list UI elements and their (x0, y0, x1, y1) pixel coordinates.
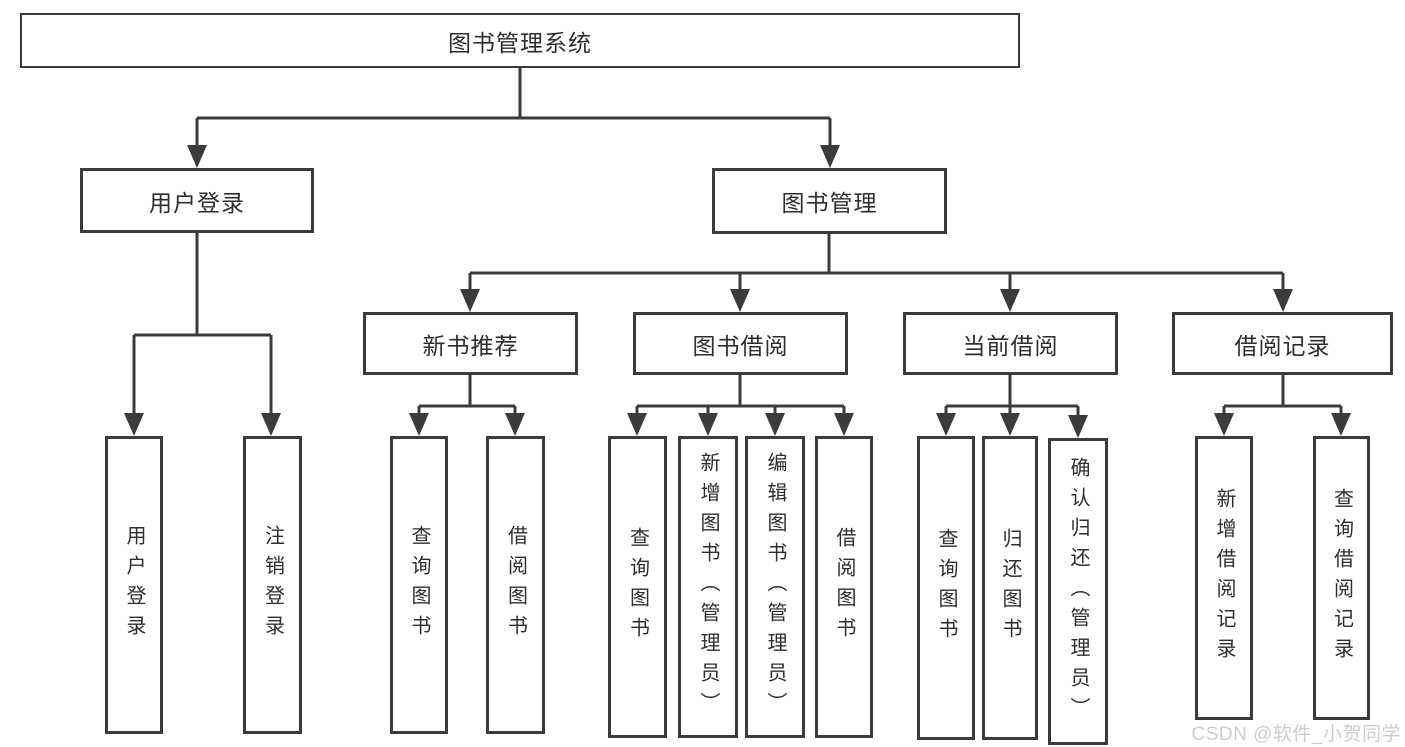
node-book-borrowing: 图书借阅 (633, 312, 848, 375)
node-new-book-recommendation-label: 新书推荐 (422, 332, 519, 359)
node-user-login: 用户登录 (80, 168, 314, 233)
node-borrowing-records-label: 借阅记录 (1234, 332, 1331, 359)
csdn-watermark: CSDN @软件_小贺同学 (1191, 724, 1401, 745)
leaf-query-borrow-record: 查询借阅记录 (1313, 436, 1370, 720)
node-borrowing-records: 借阅记录 (1172, 312, 1393, 375)
leaf-query-books-borrowing: 查询图书 (608, 436, 667, 738)
leaf-logout: 注销登录 (243, 436, 302, 734)
leaf-user-login-label: 用户登录 (123, 525, 145, 645)
leaf-borrow-books: 借阅图书 (815, 436, 873, 738)
leaf-query-books-recommend: 查询图书 (390, 436, 448, 734)
leaf-add-borrow-record-label: 新增借阅记录 (1213, 488, 1235, 668)
leaf-logout-label: 注销登录 (261, 525, 284, 645)
node-new-book-recommendation: 新书推荐 (363, 312, 578, 375)
node-current-borrowing: 当前借阅 (903, 312, 1118, 375)
connector-root-to-level2 (195, 68, 832, 148)
node-book-management-system-label: 图书管理系统 (448, 29, 592, 56)
node-user-login-label: 用户登录 (149, 189, 245, 216)
leaf-add-borrow-record: 新增借阅记录 (1195, 436, 1253, 720)
connector-new-book-recommendation-branch (417, 375, 517, 417)
leaf-user-login: 用户登录 (105, 436, 163, 734)
connector-user-login-branch (132, 233, 273, 416)
node-book-management: 图书管理 (712, 168, 947, 234)
leaf-query-books-current-label: 查询图书 (935, 528, 957, 648)
connector-borrowing-records-branch (1222, 375, 1343, 417)
leaf-confirm-return-admin: 确认归还（管理员） (1048, 438, 1108, 745)
leaf-query-borrow-record-label: 查询借阅记录 (1330, 488, 1353, 668)
leaf-query-books-current: 查询图书 (917, 436, 975, 740)
leaf-return-books: 归还图书 (982, 436, 1038, 740)
leaf-query-books-borrowing-label: 查询图书 (626, 527, 649, 647)
leaf-return-books-label: 归还图书 (999, 528, 1021, 648)
connector-current-borrowing-branch (944, 375, 1080, 417)
leaf-edit-book-admin: 编辑图书（管理员） (745, 436, 805, 738)
node-book-borrowing-label: 图书借阅 (692, 332, 789, 359)
leaf-borrow-books-recommend-label: 借阅图书 (504, 525, 527, 645)
connector-book-management-branch (468, 234, 1285, 292)
connector-book-borrowing-branch (635, 375, 846, 417)
leaf-add-book-admin: 新增图书（管理员） (678, 436, 738, 738)
node-current-borrowing-label: 当前借阅 (962, 332, 1059, 359)
arrowheads (124, 145, 1351, 438)
node-book-management-system: 图书管理系统 (20, 13, 1020, 68)
leaf-add-book-admin-label: 新增图书（管理员） (697, 452, 719, 722)
leaf-query-books-recommend-label: 查询图书 (408, 525, 430, 645)
leaf-borrow-books-label: 借阅图书 (833, 527, 855, 647)
node-book-management-label: 图书管理 (781, 190, 878, 216)
leaf-edit-book-admin-label: 编辑图书（管理员） (764, 452, 786, 722)
leaf-confirm-return-admin-label: 确认归还（管理员） (1067, 456, 1089, 727)
leaf-borrow-books-recommend: 借阅图书 (486, 436, 545, 734)
